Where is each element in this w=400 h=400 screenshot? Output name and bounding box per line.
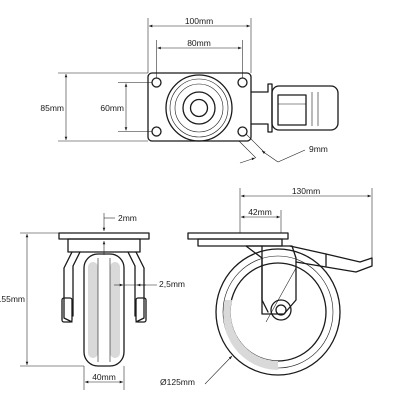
side-swivel-body xyxy=(197,238,283,247)
label-axle-gap: 2,5mm xyxy=(159,279,185,289)
side-wheel-outer xyxy=(215,248,341,376)
side-fork-stem xyxy=(261,245,269,313)
side-view xyxy=(187,232,373,376)
front-tread-left xyxy=(88,262,98,358)
label-top-bolt-y: 60mm xyxy=(100,103,124,113)
swivel-ring-outer xyxy=(165,74,233,142)
top-dimensions xyxy=(58,18,306,164)
label-top-height: 85mm xyxy=(40,103,64,113)
front-axle-right xyxy=(135,297,147,323)
label-top-bolt-x: 80mm xyxy=(187,38,211,48)
side-plate xyxy=(187,232,289,240)
top-view xyxy=(147,72,339,142)
side-brake-lever xyxy=(289,245,373,273)
side-axle-nut xyxy=(275,304,287,316)
dimension-labels: 100mm 80mm 85mm 60mm 9mm 2mm 2,5mm 155mm… xyxy=(0,16,328,387)
label-overall-height: 155mm xyxy=(0,294,25,304)
label-top-width: 100mm xyxy=(185,16,213,26)
fork-right xyxy=(135,251,145,323)
brake-pedal-outer xyxy=(271,85,339,131)
front-tread-right xyxy=(110,262,120,358)
label-overall-length: 130mm xyxy=(292,186,320,196)
bolt-hole-top-left xyxy=(151,77,162,88)
fork-right-inner xyxy=(127,251,136,317)
side-axle-hub xyxy=(270,299,292,321)
fork-left-inner xyxy=(72,251,81,317)
swivel-ring-4 xyxy=(182,91,216,125)
side-dimensions xyxy=(204,188,373,385)
bolt-hole-bottom-right xyxy=(237,126,248,137)
kingpin-nut xyxy=(189,98,209,118)
swivel-ring-2 xyxy=(169,78,229,138)
bolt-hole-top-right xyxy=(237,77,248,88)
front-dimensions xyxy=(20,213,157,390)
label-bolt-hole: 9mm xyxy=(309,144,328,154)
side-wheel-inner xyxy=(229,262,327,362)
label-swivel-offset: 42mm xyxy=(248,207,272,217)
swivel-ring-3 xyxy=(174,83,224,133)
fork-left xyxy=(63,251,73,323)
front-plate xyxy=(58,232,150,240)
top-plate xyxy=(147,72,252,142)
brake-arm xyxy=(250,83,273,133)
side-wheel-tread xyxy=(223,300,278,370)
label-plate-thickness: 2mm xyxy=(118,213,137,223)
brake-pedal-inner xyxy=(277,94,307,126)
label-wheel-diameter: Ø125mm xyxy=(160,377,195,387)
bolt-hole-bottom-left xyxy=(151,126,162,137)
label-wheel-width: 40mm xyxy=(92,372,116,382)
front-axle-left xyxy=(61,297,73,323)
